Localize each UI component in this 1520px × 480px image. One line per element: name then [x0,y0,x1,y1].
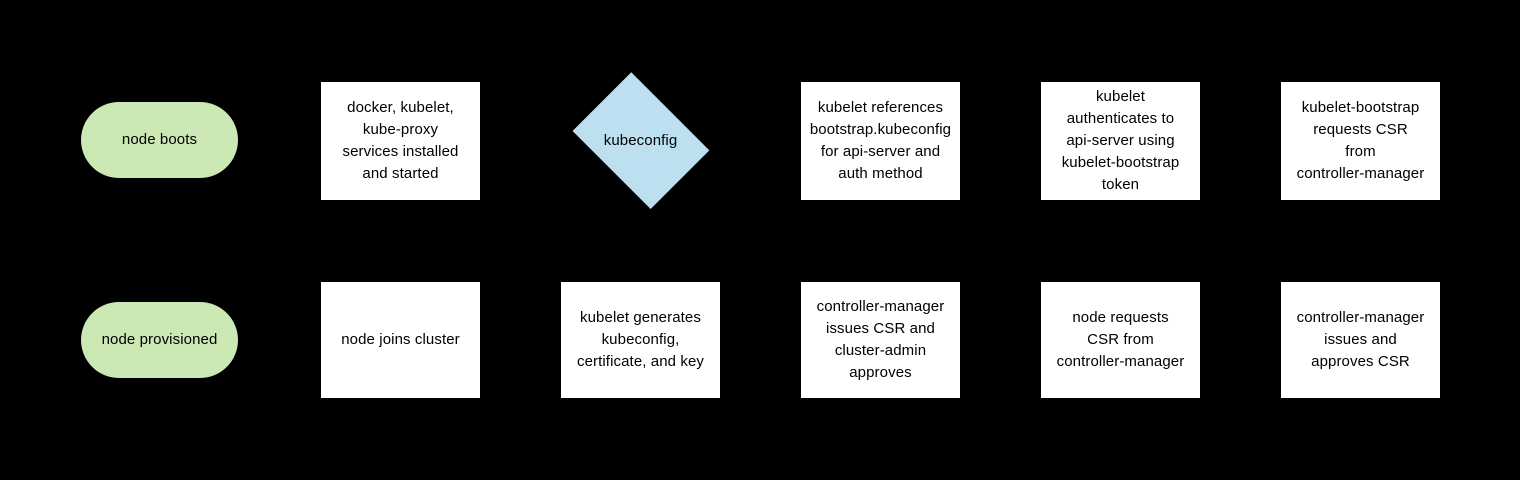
node-label: kubeconfig [603,132,678,149]
node-kubelet-generates[interactable]: kubelet generates kubeconfig, certificat… [561,282,720,398]
node-label: kubelet generates kubeconfig, certificat… [576,309,705,370]
node-label: node provisioned [101,331,218,348]
node-cm-issues-csr[interactable]: controller-manager issues CSR and cluste… [801,282,960,398]
node-label: kubelet authenticates to api-server usin… [1061,88,1180,193]
node-services-installed[interactable]: docker, kubelet, kube-proxy services ins… [321,82,480,200]
node-node-requests-csr[interactable]: node requests CSR from controller-manage… [1041,282,1200,398]
node-kubelet-references[interactable]: kubelet references bootstrap.kubeconfig … [801,82,960,200]
node-label: kubelet-bootstrap requests CSR from cont… [1296,99,1425,182]
node-kubeconfig-decision[interactable]: kubeconfig [561,72,720,210]
node-label: controller-manager issues and approves C… [1296,309,1425,370]
node-kubelet-authenticates[interactable]: kubelet authenticates to api-server usin… [1041,82,1200,200]
node-node-boots[interactable]: node boots [81,102,238,178]
node-label: node requests CSR from controller-manage… [1056,309,1185,370]
node-label: node joins cluster [341,331,460,348]
node-node-joins-cluster[interactable]: node joins cluster [321,282,480,398]
node-label: node boots [121,131,198,148]
node-label: docker, kubelet, kube-proxy services ins… [342,99,459,182]
node-bootstrap-requests-csr[interactable]: kubelet-bootstrap requests CSR from cont… [1281,82,1440,200]
node-label: controller-manager issues CSR and cluste… [816,298,945,381]
node-cm-issues-approves[interactable]: controller-manager issues and approves C… [1281,282,1440,398]
node-label: kubelet references bootstrap.kubeconfig … [809,99,952,182]
node-node-provisioned[interactable]: node provisioned [81,302,238,378]
